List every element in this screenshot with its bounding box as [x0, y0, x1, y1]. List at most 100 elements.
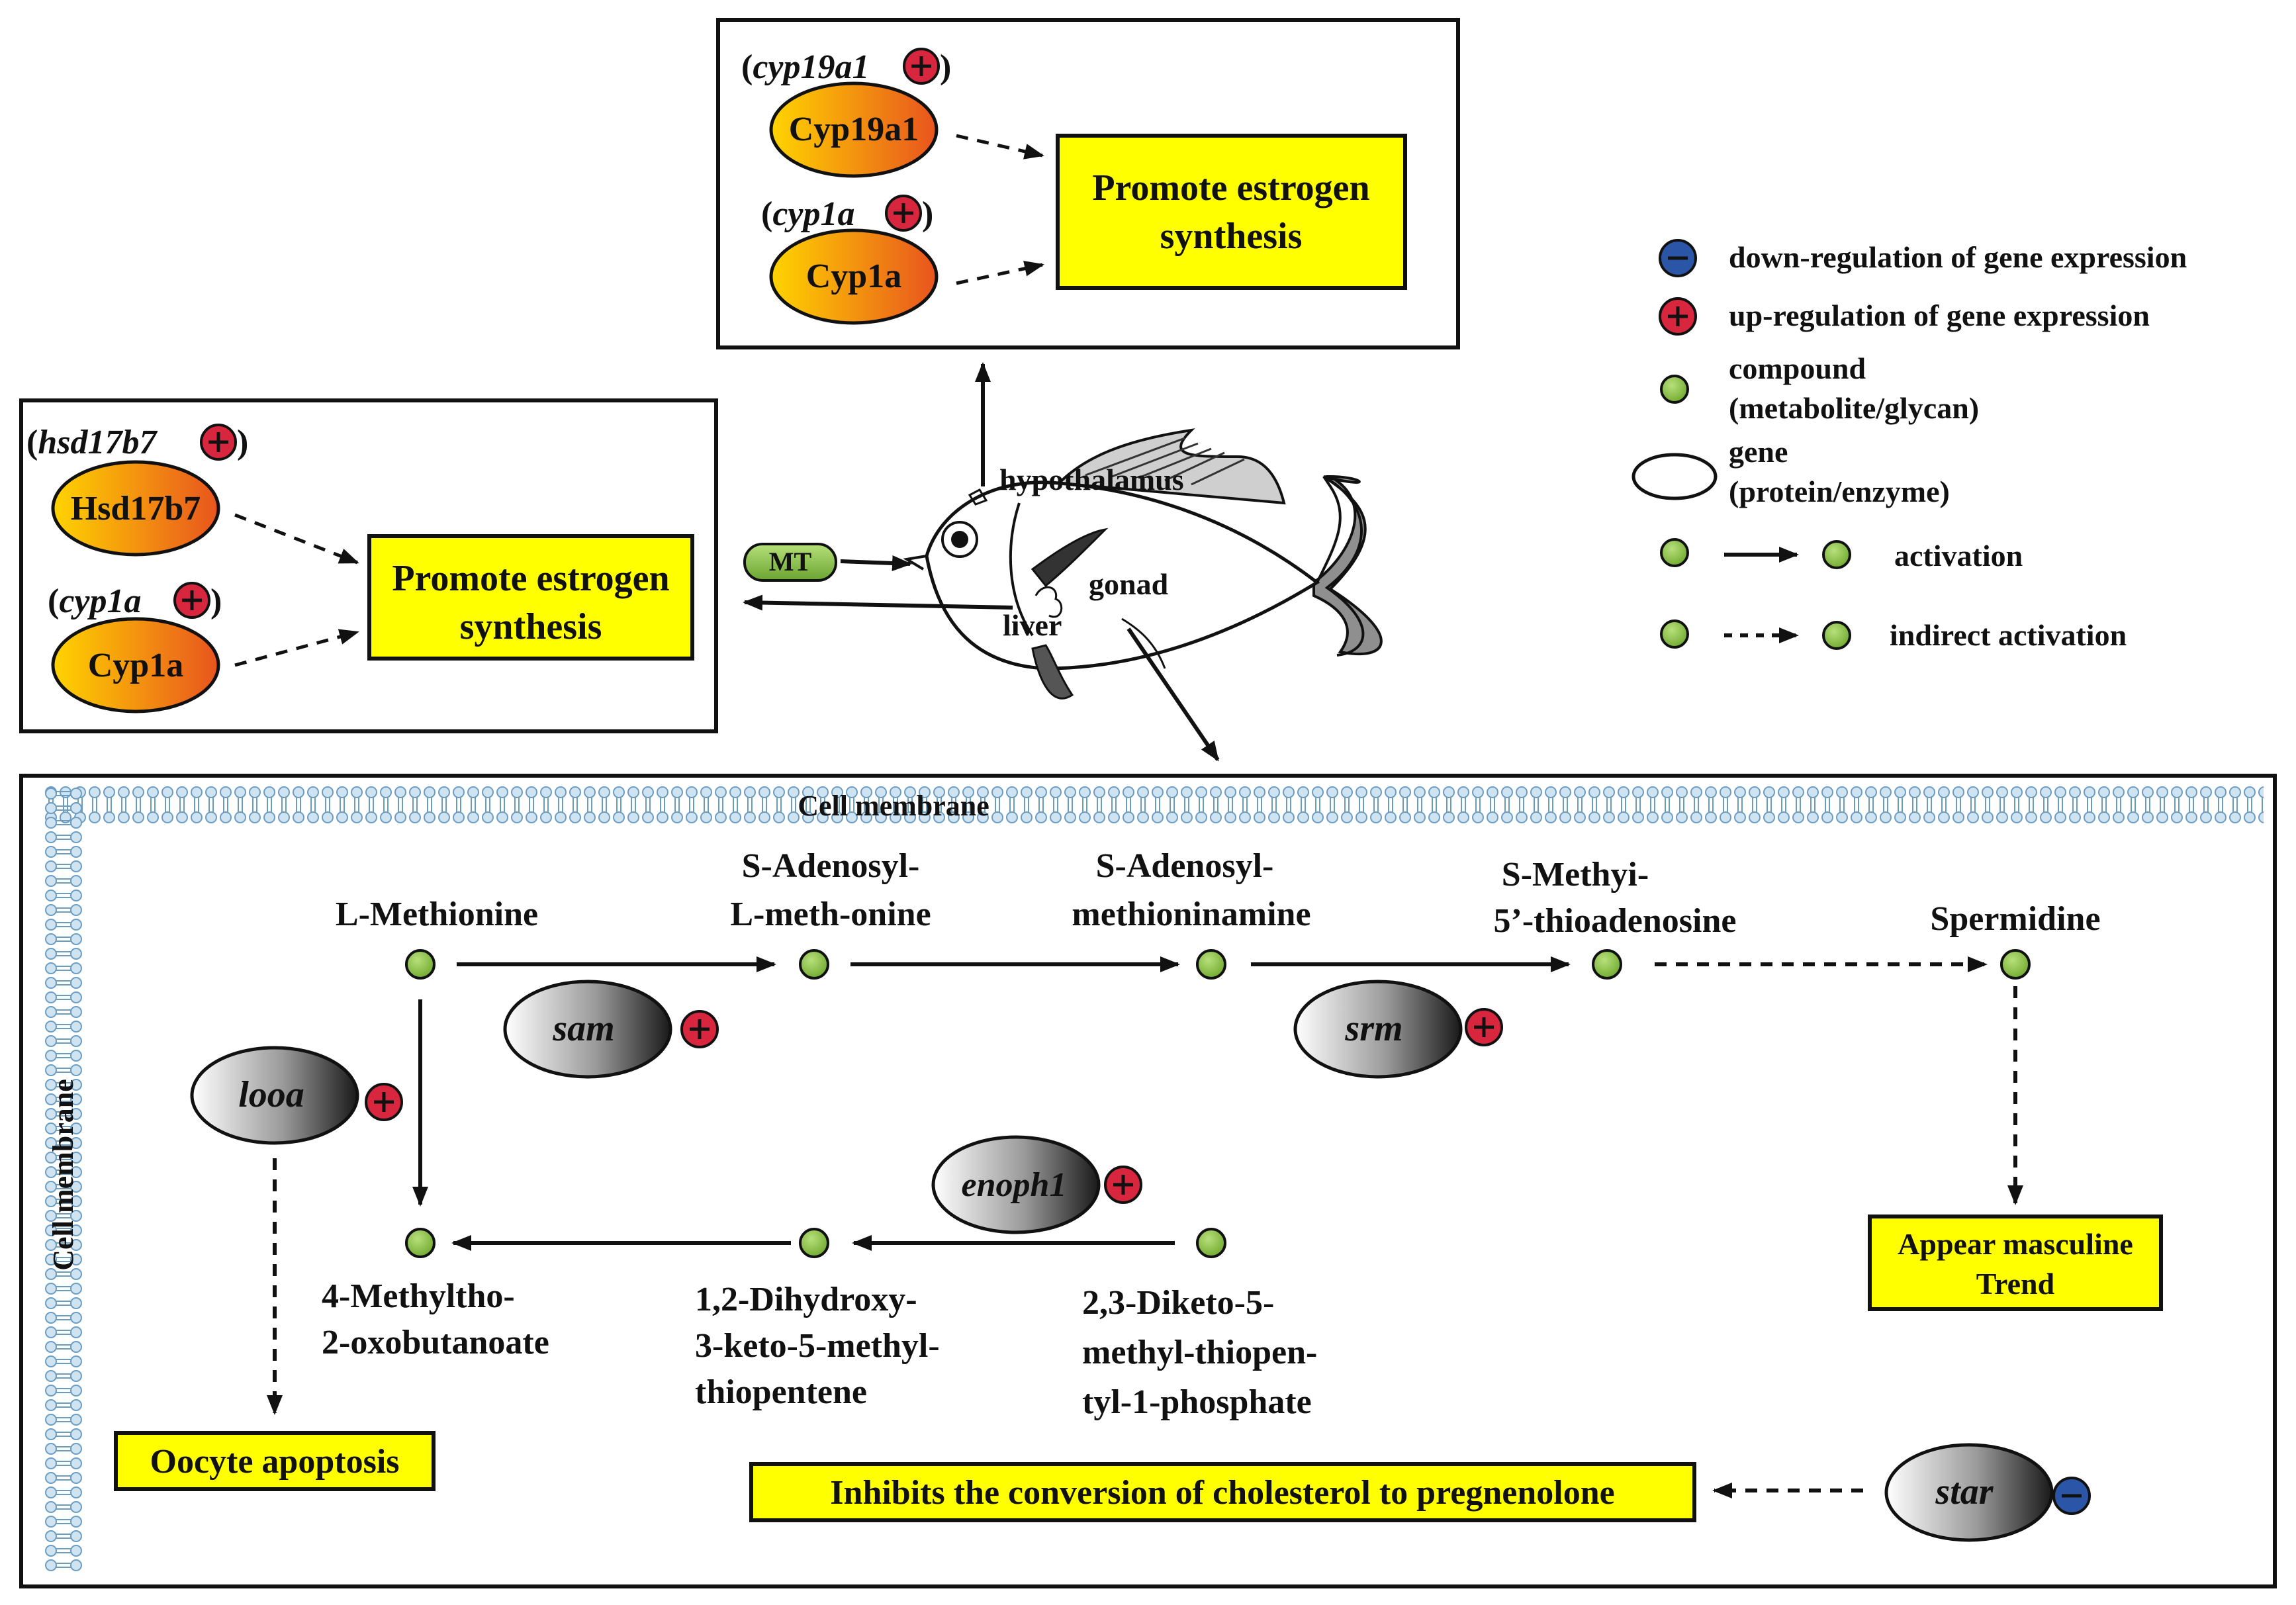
legend-indirect-label: indirect activation	[1890, 618, 2127, 652]
legend-down-label: down-regulation of gene expression	[1729, 240, 2187, 274]
fish-pectoral-fin	[1031, 527, 1109, 588]
top-gene2-label: (cyp1a	[761, 195, 855, 233]
compound-node-dhk	[799, 1228, 829, 1258]
compound-node-spermidine	[2000, 949, 2031, 980]
fish-dorsal-fin	[1056, 428, 1286, 505]
left-outcome-line2: synthesis	[460, 606, 602, 647]
gene-enoph1	[931, 1135, 1101, 1234]
gonad-label: gonad	[1089, 567, 1169, 601]
compound-node-sam	[799, 949, 829, 980]
compound-node-mta	[1592, 949, 1622, 980]
cell-membrane-left-label: Cell membrane	[47, 1079, 79, 1271]
compound-dhk-label-line2: 3-keto-5-methyl-	[695, 1327, 940, 1365]
top-outcome-box	[1056, 134, 1407, 290]
indirect-arrow	[234, 513, 359, 565]
up-regulation-icon	[1104, 1166, 1142, 1204]
compound-icon	[1660, 375, 1689, 404]
compound-node-methionine	[405, 949, 436, 980]
gene-looa	[190, 1046, 359, 1145]
legend-compound-line2: (metabolite/glycan)	[1729, 391, 1979, 425]
gene-srm-label: srm	[1344, 1008, 1402, 1049]
legend-gene-line1: gene	[1729, 435, 1788, 469]
indirect-arrow	[956, 260, 1044, 285]
up-regulation-icon	[365, 1083, 403, 1121]
hsd17b7-protein-label: Hsd17b7	[71, 490, 201, 527]
compound-dhk-label-line3: thiopentene	[695, 1373, 867, 1411]
compound-node-mob	[405, 1228, 436, 1258]
top-gene1-label: (cyp19a1	[741, 48, 870, 86]
left-gene2-close: )	[210, 582, 222, 620]
compound-icon	[1822, 621, 1851, 650]
gene-star	[1884, 1443, 2054, 1542]
cell-membrane-left	[45, 786, 82, 1574]
down-regulation-icon	[2052, 1477, 2091, 1515]
oocyte-outcome-label: Oocyte apoptosis	[150, 1443, 400, 1481]
compound-node-dkp	[1196, 1228, 1226, 1258]
left-gene2-label: (cyp1a	[48, 582, 142, 620]
top-outcome-line2: synthesis	[1160, 216, 1303, 257]
legend-compound-line1: compound	[1729, 351, 1866, 385]
up-regulation-icon	[680, 1010, 719, 1048]
gene-icon	[1631, 453, 1718, 500]
gene-star-label: star	[1935, 1471, 1994, 1512]
liver-label: liver	[1003, 608, 1062, 642]
up-regulation-icon	[885, 195, 922, 232]
up-regulation-icon	[903, 48, 940, 85]
gene-looa-label: looa	[238, 1074, 304, 1115]
top-gene2-close: )	[922, 195, 933, 233]
left-panel: (hsd17b7 ) Hsd17b7 (cyp1a ) Cyp1a Promot…	[19, 398, 718, 733]
compound-samine-label-line1: S-Adenosyl-	[1096, 847, 1274, 885]
top-gene1-close: )	[940, 48, 951, 86]
liver-arrow	[743, 594, 1013, 611]
top-outcome-line1: Promote estrogen	[1092, 167, 1369, 208]
left-gene1-label: (hsd17b7	[26, 424, 158, 461]
fish-tail	[1312, 475, 1383, 656]
mt-treatment-badge	[743, 543, 837, 582]
left-gene1-close: )	[237, 424, 248, 461]
legend-up-label: up-regulation of gene expression	[1729, 298, 2150, 332]
inhibits-outcome-box	[749, 1462, 1696, 1522]
left-outcome-line1: Promote estrogen	[392, 558, 669, 599]
legend-activation-label: activation	[1894, 539, 2023, 573]
compound-dkp-label-line1: 2,3-Diketo-5-	[1082, 1284, 1274, 1322]
compound-dhk-label-line1: 1,2-Dihydroxy-	[695, 1281, 917, 1318]
compound-icon	[1822, 540, 1851, 569]
mt-to-fish-arrow	[840, 555, 912, 571]
oocyte-outcome-box	[114, 1431, 436, 1491]
compound-sam-label-line2: L-meth-onine	[730, 895, 931, 933]
cell-membrane-top-label: Cell membrane	[798, 790, 989, 822]
hsd17b7-protein	[51, 460, 220, 557]
gene-sam-label: sam	[552, 1008, 614, 1049]
up-regulation-icon	[173, 582, 210, 619]
gonad-arrow	[1126, 627, 1220, 762]
legend: down-regulation of gene expression up-re…	[1631, 239, 2187, 652]
cyp1a-protein-left	[51, 617, 220, 713]
compound-icon	[1660, 619, 1689, 649]
inhibits-outcome-label: Inhibits the conversion of cholesterol t…	[830, 1474, 1614, 1512]
fish-gonad-outline	[1121, 618, 1166, 669]
compound-mta-label-line2: 5’-thioadenosine	[1494, 902, 1737, 940]
up-regulation-icon	[1465, 1008, 1503, 1046]
compound-spermidine-label: Spermidine	[1930, 900, 2100, 938]
masculine-outcome-line1: Appear masculine	[1898, 1227, 2133, 1261]
gene-sam	[503, 980, 672, 1079]
fish-liver-outline	[1034, 586, 1063, 618]
compound-samine-label-line2: methioninamine	[1072, 895, 1310, 933]
compound-mob-label-line2: 2-oxobutanoate	[322, 1324, 549, 1361]
cyp1a-protein-top-label: Cyp1a	[806, 257, 901, 295]
masculine-outcome-box	[1868, 1215, 2163, 1311]
compound-mta-label-line1: S-Methyi-	[1502, 856, 1649, 894]
cell-panel: Cell membrane Cell membrane L-Methionine…	[19, 774, 2277, 1588]
left-outcome-box	[367, 534, 694, 661]
compound-mob-label-line1: 4-Methyltho-	[322, 1277, 515, 1315]
cyp1a-protein-top	[769, 228, 939, 325]
fish-anal-fin	[1031, 644, 1074, 700]
cyp19a1-protein-label: Cyp19a1	[789, 111, 919, 148]
compound-icon	[1660, 538, 1689, 567]
gene-enoph1-label: enoph1	[962, 1166, 1067, 1204]
mt-treatment-label: MT	[769, 547, 812, 576]
compound-methionine-label: L-Methionine	[336, 895, 538, 933]
indirect-arrow	[956, 134, 1044, 160]
fish-illustration: hypothalamus gonad liver MT	[743, 362, 1383, 762]
